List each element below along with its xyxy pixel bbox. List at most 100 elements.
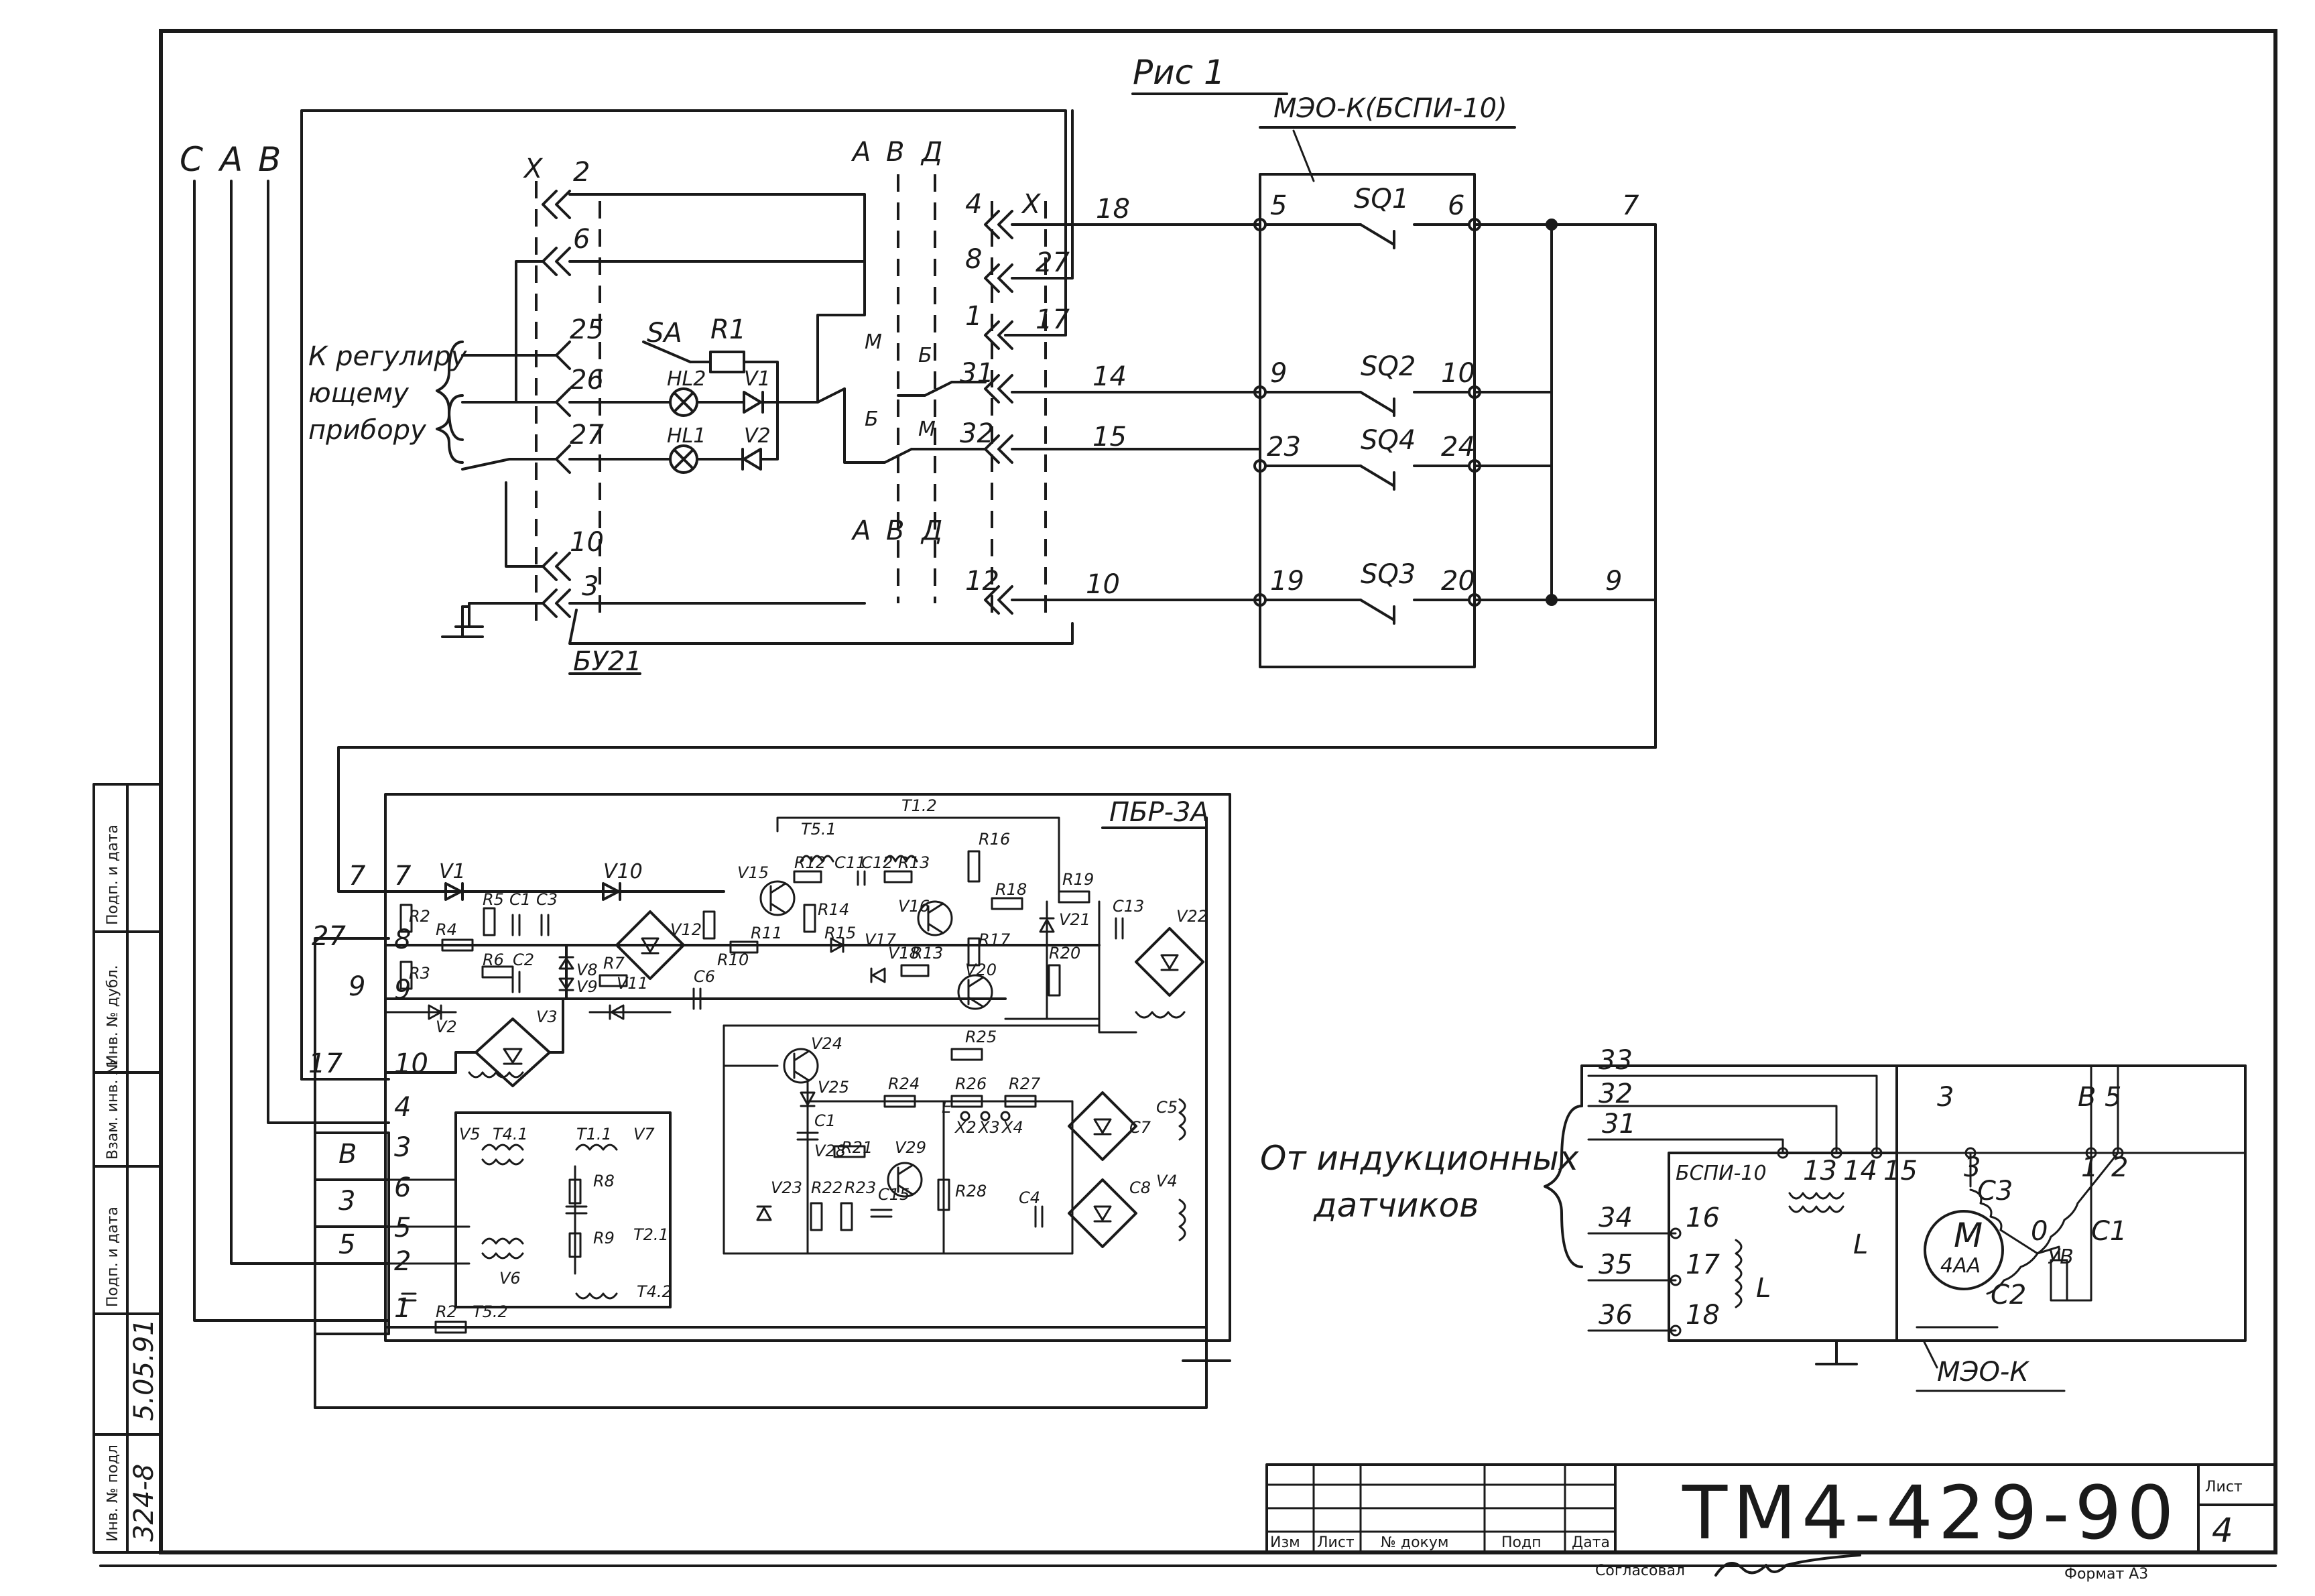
bspi-pin-14: 14 [1843, 1156, 1877, 1186]
pbr-c15: V4 [1156, 1172, 1178, 1190]
svg-text:6: 6 [1448, 190, 1464, 221]
pbr-v2: V2 [436, 1018, 457, 1036]
right-pin-12: 12 [965, 566, 1261, 615]
pbr-c8: C11 [834, 853, 866, 872]
svg-text:SQ4: SQ4 [1361, 425, 1416, 456]
b-mark-right: Б [918, 344, 932, 367]
pbr-v10: V10 [603, 860, 643, 883]
motor-pin-3: 3 [1964, 1152, 1981, 1183]
title-block: Изм Лист № докум Подп Дата ТМ4-429-90 Ли… [1265, 1463, 2277, 1583]
pbr-term-1: 1 [394, 1293, 411, 1324]
motor-pin-3-top: 3 [1937, 1082, 1954, 1113]
side-value-date: 5.05.91 [129, 1318, 160, 1421]
right-pin-31: 31 [960, 358, 1261, 404]
side-field-4: Инв. № дубл. [105, 965, 121, 1066]
pbr-v23: V25 [818, 1078, 849, 1097]
motor-pin-c1: С1 [2091, 1216, 2127, 1247]
limit-switch-block: 7 9 5 SQ1 6 9 SQ2 10 [1253, 173, 1657, 749]
pbr-in-27: 27 [312, 921, 346, 952]
pbr-term-10: 10 [394, 1048, 428, 1079]
pbr-t2-1: T4.1 [493, 1125, 528, 1144]
output-wire-9: 9 [1605, 566, 1622, 597]
svg-text:1: 1 [965, 301, 982, 332]
pbr-r1: R2 [436, 1302, 457, 1321]
pbr-term-3: 3 [394, 1132, 411, 1163]
pbr-v9: V9 [576, 977, 598, 996]
svg-text:31: 31 [960, 358, 994, 389]
pbr-in-9: 9 [349, 971, 365, 1002]
left-pin-25: 25 [461, 314, 604, 370]
pbr-x3: Х3 [977, 1118, 1000, 1137]
svg-text:24: 24 [1441, 432, 1475, 463]
motor-label-m: М [1954, 1216, 1983, 1255]
sensor-35: 35 [1599, 1249, 1633, 1280]
svg-text:SQ2: SQ2 [1361, 351, 1416, 382]
pbr-t3-1: T5.2 [473, 1302, 508, 1321]
sheet-label: Лист [2205, 1479, 2243, 1495]
title-hdr-date: Дата [1572, 1534, 1610, 1551]
pbr-v21: V23 [771, 1178, 802, 1197]
pbr-v13: V15 [737, 863, 769, 882]
pbr-r12: R12 [794, 853, 826, 872]
hl1-label: HL1 [667, 424, 706, 448]
pbr-term-9: 9 [394, 975, 411, 1005]
svg-text:SQ1: SQ1 [1354, 184, 1409, 214]
pbr-t3-2: T1.1 [576, 1125, 612, 1144]
pbr-c1-low: C1 [814, 1111, 836, 1130]
sq4-switch: 23 SQ4 24 [1253, 425, 1481, 491]
figure-caption: Рис 1 МЭО-К(БСПИ-10) [1131, 53, 1516, 182]
pbr-in-7: 7 [349, 861, 366, 892]
pbr-v8: V8 [576, 961, 598, 979]
pbr-block: ПБР-3А 7 27 9 17 7 8 9 10 4 3 6 5 2 1 В … [308, 592, 1657, 1409]
regulator-label-1: К регулиру [308, 341, 468, 372]
title-hdr-izm: Изм [1270, 1534, 1300, 1551]
pbr-r18: R18 [995, 880, 1027, 899]
x-mark-left: Х [523, 154, 544, 184]
abd-top-d: Д [920, 137, 942, 168]
pbr-r28: R28 [955, 1182, 987, 1201]
phase-label-a: А [218, 140, 243, 179]
regulator-label-3: прибору [308, 415, 427, 446]
pbr-r19: R19 [1062, 870, 1094, 889]
v1-label: V1 [744, 367, 771, 391]
coil-pin-18: 18 [1686, 1300, 1720, 1331]
pbr-r11: R11 [751, 924, 782, 942]
left-pin-2: 2 [542, 157, 866, 219]
abd-bottom-a: А [851, 515, 871, 546]
right-pin-1: 1 17 [965, 301, 1070, 350]
pbr-v7: T2.1 [633, 1225, 669, 1244]
left-pin-10: 10 [505, 481, 604, 581]
motor-pin-c2: С2 [1991, 1280, 2026, 1310]
coil-pin-16: 16 [1686, 1203, 1720, 1233]
pbr-r10: R10 [717, 950, 749, 969]
bspi-coil-l: L [1853, 1229, 1868, 1260]
pbr-c12: C15 [878, 1185, 910, 1204]
sensor-motor-block: От индукционных датчиков 33 32 31 БСПИ-1… [1260, 1045, 2247, 1392]
bspi-pin-15: 15 [1883, 1156, 1918, 1186]
pbr-r4: R4 [436, 920, 457, 939]
pbr-v29: C8 [1129, 1178, 1151, 1197]
sensor-31: 31 [1602, 1109, 1636, 1140]
pbr-v6: V7 [633, 1125, 655, 1144]
bu21-label: БУ21 [573, 646, 642, 677]
agreed-signature [1714, 1554, 1861, 1577]
wire-10: 10 [1086, 569, 1120, 600]
pbr-x2: Х2 [954, 1118, 977, 1137]
m-mark-top: М [865, 330, 882, 354]
side-field-2: Подп. и дата [105, 1207, 121, 1307]
svg-text:SQ3: SQ3 [1361, 559, 1416, 590]
abd-bottom-d: Д [920, 515, 942, 546]
pbr-v20: V22 [1176, 907, 1208, 926]
pbr-c13: C4 [1019, 1188, 1040, 1207]
motor-pin-5: 5 [2105, 1082, 2121, 1113]
meo-k-label: МЭО-К [1937, 1357, 2029, 1388]
phase-label-b: В [258, 140, 281, 179]
title-hdr-sign: Подп [1501, 1534, 1542, 1551]
bspi-label: БСПИ-10 [1676, 1162, 1767, 1185]
pbr-term-7: 7 [394, 861, 412, 892]
right-wire-17: 17 [1036, 304, 1070, 335]
meo-block-label: МЭО-К(БСПИ-10) [1273, 93, 1507, 124]
pbr-r25: R25 [965, 1028, 997, 1046]
pbr-t3-3: T1.2 [901, 796, 937, 815]
